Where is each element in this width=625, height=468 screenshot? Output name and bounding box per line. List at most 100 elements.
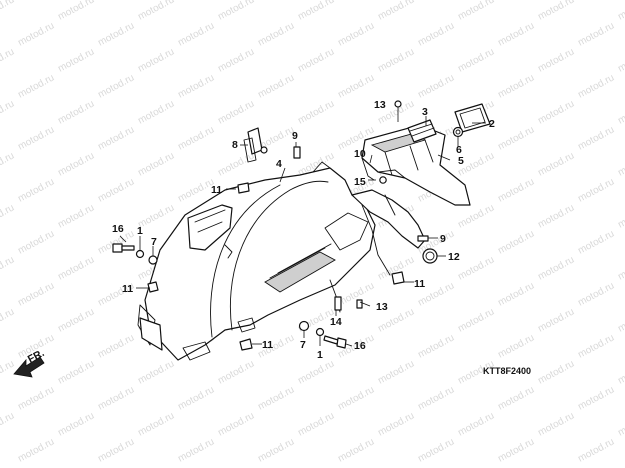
watermark-text: motod.ru <box>376 46 416 74</box>
watermark-text: motod.ru <box>16 436 56 464</box>
watermark-text: motod.ru <box>416 332 456 360</box>
watermark-text: motod.ru <box>536 0 576 23</box>
callout-16-left: 16 <box>112 223 124 235</box>
watermark-text: motod.ru <box>96 436 136 464</box>
watermark-text: motod.ru <box>296 410 336 438</box>
watermark-text: motod.ru <box>16 124 56 152</box>
watermark-text: motod.ru <box>456 410 496 438</box>
watermark-text: motod.ru <box>616 150 625 178</box>
watermark-text: motod.ru <box>0 306 16 334</box>
watermark-text: motod.ru <box>576 72 616 100</box>
watermark-text: motod.ru <box>256 436 296 464</box>
watermark-text: motod.ru <box>456 254 496 282</box>
watermark-text: motod.ru <box>536 46 576 74</box>
watermark-text: motod.ru <box>0 410 16 438</box>
watermark-text: motod.ru <box>496 332 536 360</box>
watermark-text: motod.ru <box>336 384 376 412</box>
watermark-text: motod.ru <box>536 358 576 386</box>
watermark-text: motod.ru <box>96 332 136 360</box>
watermark-text: motod.ru <box>536 98 576 126</box>
callout-8: 8 <box>232 139 238 151</box>
watermark-text: motod.ru <box>336 280 376 308</box>
callout-13-top: 13 <box>374 99 386 111</box>
diagram-code: KTT8F2400 <box>483 366 531 376</box>
watermark-text: motod.ru <box>416 20 456 48</box>
watermark-text: motod.ru <box>176 384 216 412</box>
watermark-text: motod.ru <box>56 306 96 334</box>
watermark-text: motod.ru <box>576 228 616 256</box>
watermark-text: motod.ru <box>56 0 96 23</box>
watermark-text: motod.ru <box>96 124 136 152</box>
watermark-text: motod.ru <box>616 202 625 230</box>
callout-9-right: 9 <box>440 233 446 245</box>
watermark-text: motod.ru <box>56 150 96 178</box>
watermark-text: motod.ru <box>16 384 56 412</box>
watermark-text: motod.ru <box>336 72 376 100</box>
watermark-text: motod.ru <box>176 72 216 100</box>
clip-8 <box>243 127 268 163</box>
watermark-text: motod.ru <box>496 20 536 48</box>
callout-9-top: 9 <box>292 130 298 142</box>
watermark-text: motod.ru <box>216 150 256 178</box>
watermark-text: motod.ru <box>456 0 496 23</box>
watermark-text: motod.ru <box>16 72 56 100</box>
watermark-text: motod.ru <box>216 98 256 126</box>
watermark-text: motod.ru <box>496 436 536 464</box>
watermark-text: motod.ru <box>136 98 176 126</box>
watermark-text: motod.ru <box>136 46 176 74</box>
watermark-text: motod.ru <box>456 46 496 74</box>
watermark-text: motod.ru <box>616 98 625 126</box>
watermark-text: motod.ru <box>496 72 536 100</box>
watermark-text: motod.ru <box>216 0 256 23</box>
watermark-text: motod.ru <box>0 254 16 282</box>
callout-2: 2 <box>489 118 495 130</box>
watermark-text: motod.ru <box>536 150 576 178</box>
callout-1-bottom: 1 <box>317 349 323 361</box>
side-bracket <box>187 204 233 251</box>
watermark-text: motod.ru <box>496 228 536 256</box>
watermark-text: motod.ru <box>496 280 536 308</box>
watermark-text: motod.ru <box>176 124 216 152</box>
watermark-text: motod.ru <box>176 436 216 464</box>
watermark-text: motod.ru <box>56 202 96 230</box>
watermark-text: motod.ru <box>96 72 136 100</box>
watermark-text: motod.ru <box>96 176 136 204</box>
watermark-text: motod.ru <box>56 98 96 126</box>
watermark-text: motod.ru <box>56 358 96 386</box>
watermark-text: motod.ru <box>216 358 256 386</box>
watermark-text: motod.ru <box>256 72 296 100</box>
rear-fender <box>137 161 376 361</box>
watermark-text: motod.ru <box>136 358 176 386</box>
watermark-text: motod.ru <box>336 436 376 464</box>
watermark-text: motod.ru <box>536 202 576 230</box>
watermark-text: motod.ru <box>136 410 176 438</box>
watermark-text: motod.ru <box>0 0 16 23</box>
callout-16-bottom: 16 <box>354 340 366 352</box>
watermark-text: motod.ru <box>0 98 16 126</box>
watermark-text: motod.ru <box>536 306 576 334</box>
callout-15: 15 <box>354 176 366 188</box>
watermark-text: motod.ru <box>496 384 536 412</box>
watermark-text: motod.ru <box>456 202 496 230</box>
callout-13-bottom: 13 <box>376 301 388 313</box>
callout-3: 3 <box>422 106 428 118</box>
watermark-text: motod.ru <box>616 306 625 334</box>
watermark-text: motod.ru <box>496 176 536 204</box>
leader-lines <box>119 116 486 347</box>
callout-7-bottom: 7 <box>300 339 306 351</box>
watermark-text: motod.ru <box>336 20 376 48</box>
watermark-text: motod.ru <box>296 98 336 126</box>
callout-1-left: 1 <box>137 225 143 237</box>
watermark-text: motod.ru <box>56 254 96 282</box>
grommet-12 <box>422 248 438 264</box>
watermark-text: motod.ru <box>0 46 16 74</box>
watermark-text: motod.ru <box>536 410 576 438</box>
front-direction-arrow <box>13 356 45 378</box>
watermark-text: motod.ru <box>376 0 416 23</box>
watermark-text: motod.ru <box>456 306 496 334</box>
callout-7-left: 7 <box>151 236 157 248</box>
watermark-text: motod.ru <box>296 358 336 386</box>
part-3-plate <box>407 119 437 143</box>
watermark-text: motod.ru <box>136 0 176 23</box>
